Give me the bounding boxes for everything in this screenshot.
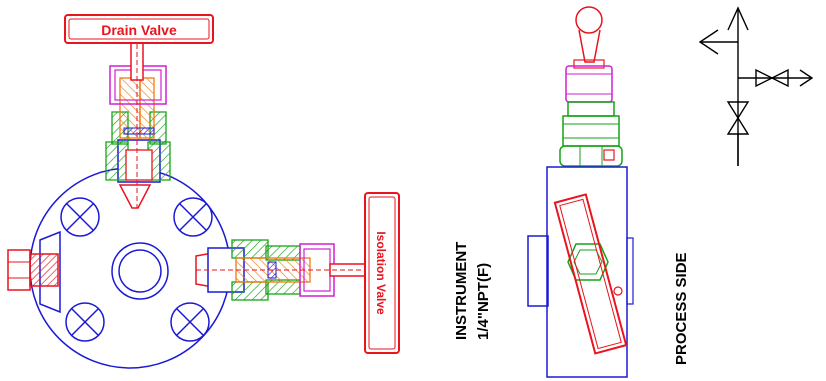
vent-plug xyxy=(7,249,59,291)
handle-ball xyxy=(575,6,603,34)
vertical-valve-symbol xyxy=(726,101,750,135)
drain-valve-assembly xyxy=(105,35,171,209)
center-port-inner xyxy=(118,249,162,293)
instrument-label: INSTRUMENT xyxy=(453,242,470,340)
isolation-valve-assembly xyxy=(195,239,383,301)
bolt-holes xyxy=(60,197,213,342)
horizontal-valve-symbol xyxy=(755,68,789,88)
schematic-symbol xyxy=(698,6,814,166)
side-view xyxy=(527,6,634,378)
drain-valve-callout: Drain Valve xyxy=(64,14,214,44)
isolation-valve-label: Isolation Valve xyxy=(374,231,388,315)
drain-valve-label: Drain Valve xyxy=(101,22,177,38)
process-side-label: PROCESS SIDE xyxy=(673,252,690,365)
instrument-npt-label: 1/4"NPT(F) xyxy=(475,263,492,340)
section-view xyxy=(7,35,383,369)
isolation-valve-callout: Isolation Valve xyxy=(364,192,400,354)
center-port-outer xyxy=(111,242,169,300)
